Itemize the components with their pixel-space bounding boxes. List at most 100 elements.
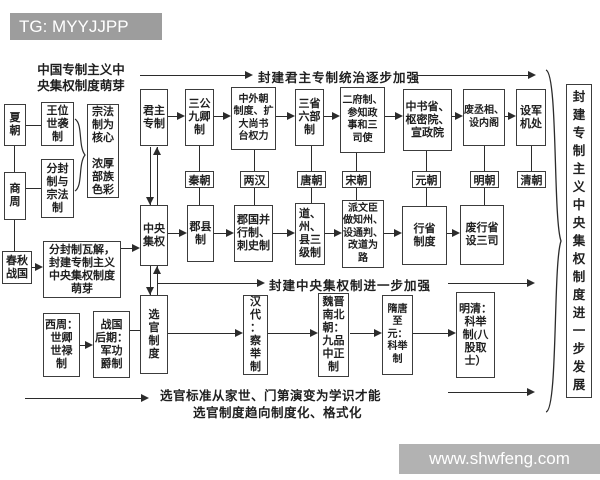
node-hereditary-kingship: 王位 世袭 制 [41, 102, 74, 146]
line [32, 267, 36, 268]
label-han-dynasty: 两汉 [240, 171, 269, 188]
arrow-right-icon [141, 394, 149, 402]
diagram-title: 中国专制主义中 央集权制度萌芽 [37, 63, 125, 93]
line [417, 75, 530, 76]
label-yuan-dynasty: 元朝 [412, 171, 441, 188]
line [25, 398, 141, 399]
line [385, 116, 395, 117]
node-zhongshu-privy-council: 中书省、 枢密院、 宣政院 [403, 89, 452, 151]
arrow-right-icon [177, 112, 185, 120]
node-military-merit-ranks: 战国 后期： 军功 爵制 [93, 311, 130, 378]
line [157, 147, 158, 205]
arrow-right-icon [226, 229, 234, 237]
caption-selection-criteria: 选官标准从家世、门第演变为学识才能 [160, 389, 382, 403]
arrow-right-icon [223, 112, 231, 120]
line [254, 150, 255, 171]
node-official-selection: 选 官 制 度 [140, 295, 168, 374]
arrow-right-icon [35, 263, 43, 271]
line [484, 188, 485, 205]
node-summary-further-development: 封 建 专 制 主 义 中 央 集 权 制 度 进 一 步 发 展 [566, 84, 592, 398]
line [384, 233, 394, 234]
node-three-departments-six-ministries: 三省 六部 制 [295, 89, 324, 146]
arrow-up-icon [153, 147, 161, 155]
line [121, 248, 133, 249]
line [130, 330, 140, 331]
line [311, 188, 312, 203]
arrow-up-icon [153, 266, 161, 274]
line [14, 146, 15, 172]
line [150, 147, 151, 205]
node-civil-governors-tongpan: 派文臣 做知州、 设通判、 改道为 路 [342, 200, 384, 268]
flow-label-top: 封建君主专制统治逐步加强 [258, 71, 421, 85]
line [268, 333, 310, 334]
arrow-right-icon [310, 329, 318, 337]
line [426, 188, 427, 206]
line [426, 151, 427, 171]
arrow-right-icon [287, 229, 295, 237]
node-abolish-chancellor-cabinet: 废丞相、 设内阁 [463, 89, 505, 146]
node-commandery-county: 郡县 制 [187, 205, 214, 262]
arrow-right-icon [508, 112, 516, 120]
arrow-right-icon [132, 244, 140, 252]
arrow-right-icon [179, 229, 187, 237]
line [276, 116, 287, 117]
label-qing-dynasty: 清朝 [517, 171, 546, 188]
node-three-lords-nine-ministers: 三公 九卿 制 [185, 89, 214, 146]
node-commandery-kingdom-inspectors: 郡国并 行制、 刺史制 [234, 205, 273, 262]
line [452, 116, 455, 117]
label-song-dynasty: 宋朝 [342, 171, 371, 188]
arrow-right-icon [332, 112, 340, 120]
brace-right [545, 69, 562, 413]
node-enfeoffment-patriarchal: 分封 制与 宗法 制 [41, 159, 74, 218]
line [168, 116, 178, 117]
node-inner-outer-court: 中外朝 制度、扩 大尚书 台权力 [231, 87, 276, 150]
line [26, 188, 41, 189]
node-xia-dynasty: 夏 朝 [4, 104, 26, 146]
line [26, 125, 41, 126]
line [150, 266, 151, 295]
arrow-right-icon [452, 229, 460, 237]
line [413, 333, 448, 334]
node-two-administrations: 二府制、 参知政 事和三 司使 [340, 87, 385, 153]
arrow-right-icon [455, 112, 463, 120]
line [448, 283, 529, 284]
line [447, 233, 452, 234]
arrow-down-icon [146, 287, 154, 295]
flow-label-middle: 封建中央集权制进一步加强 [269, 279, 432, 293]
line [157, 266, 158, 295]
line [505, 116, 508, 117]
node-abolish-province-three-offices: 废行省 设三司 [460, 205, 504, 265]
line [80, 345, 85, 346]
arrow-right-icon [395, 112, 403, 120]
arrow-right-icon [334, 229, 342, 237]
line [325, 233, 334, 234]
line [254, 188, 255, 205]
line [199, 188, 200, 205]
arrow-right-icon [235, 329, 243, 337]
arrow-right-icon [374, 329, 382, 337]
node-shang-zhou: 商 周 [4, 172, 26, 220]
line [531, 146, 532, 171]
caption-selection-formalization: 选官制度趋向制度化、格式化 [193, 406, 363, 420]
label-qin-dynasty: 秦朝 [185, 171, 214, 188]
node-province-system: 行省 制度 [402, 206, 447, 265]
line [350, 333, 374, 334]
node-western-zhou-hereditary-office: 西周： 世卿 世禄 制 [43, 313, 80, 377]
arrow-down-icon [146, 197, 154, 205]
label-tang-dynasty: 唐朝 [297, 171, 326, 188]
line [214, 233, 226, 234]
arrow-right-icon [245, 71, 253, 79]
node-grand-council: 设军 机处 [516, 89, 546, 146]
watermark-top: TG: MYYJJPP [10, 13, 162, 40]
line [157, 283, 257, 284]
line [356, 188, 357, 200]
line [311, 146, 312, 171]
node-eight-legged-essay-exam: 明清： 科举 制(八 股取 士） [456, 292, 495, 378]
line [356, 153, 357, 171]
line [168, 233, 179, 234]
line [484, 146, 485, 171]
node-imperial-exam-system: 隋唐 至元： 科举 制 [382, 295, 413, 375]
line [199, 146, 200, 171]
arrow-right-icon [527, 279, 535, 287]
